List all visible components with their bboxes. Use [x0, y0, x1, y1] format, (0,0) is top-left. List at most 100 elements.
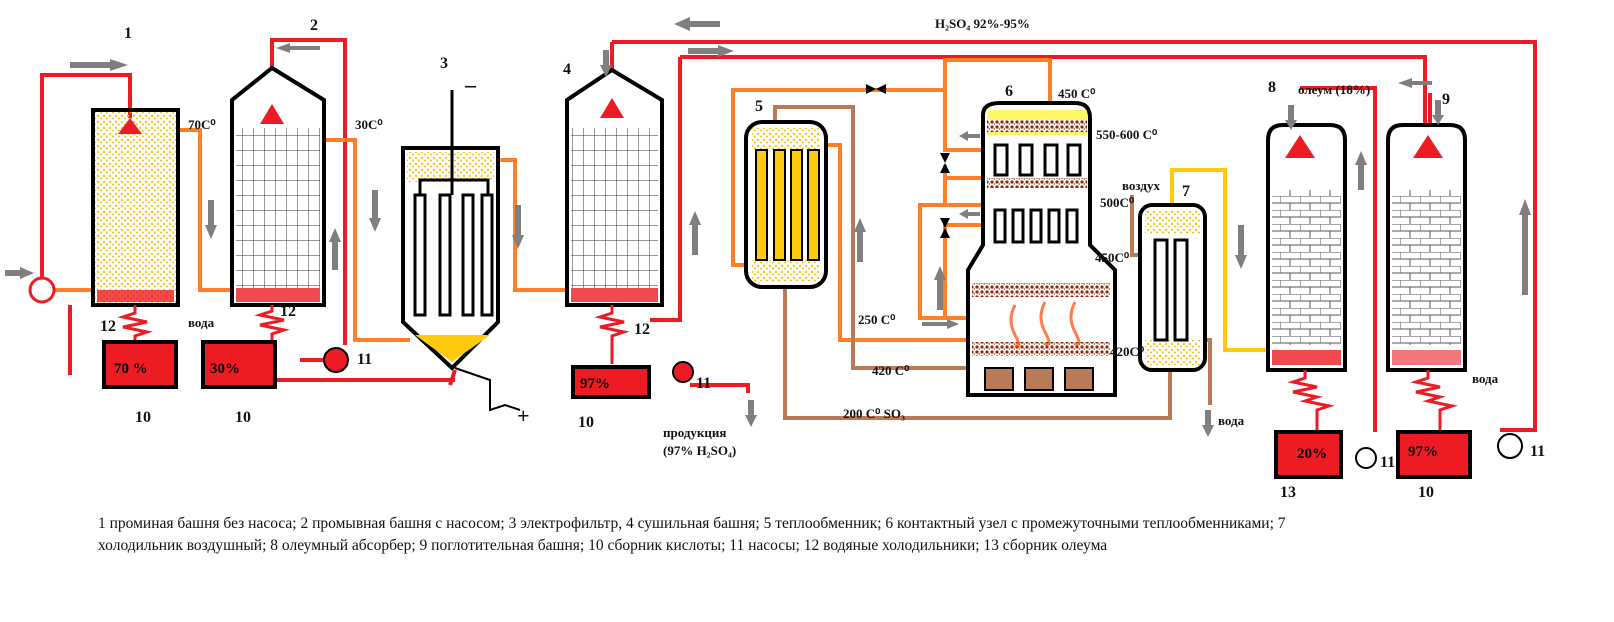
valve-icon [940, 218, 950, 238]
acid-concentration-label: H₂SO₄ 92%-95% [935, 16, 1030, 31]
sprinkler-icon [118, 118, 142, 134]
contact-unit-6: 6 450 C⁰ 550-600 C⁰ 250 C⁰ 420 C⁰ 200 C⁰… [843, 83, 1158, 421]
unit-number: 10 [578, 414, 594, 431]
unit-number: 10 [135, 409, 151, 426]
unit-number: 10 [235, 409, 251, 426]
heat-exchanger-5: 5 [744, 98, 828, 289]
unit-number: 5 [755, 98, 763, 115]
temperature-label: 200 C⁰ SO₃ [843, 406, 905, 421]
temperature-label: 30C⁰ [355, 117, 383, 132]
temperature-label: 250 C⁰ [858, 312, 896, 327]
product-label: (97% H₂SO₄) [663, 443, 736, 458]
water-label: вода [188, 315, 215, 330]
arrow-down-icon [369, 190, 381, 232]
arrow-right-icon [5, 267, 34, 279]
gas-pipes-brown [773, 105, 1212, 420]
temperature-label: 550-600 C⁰ [1096, 127, 1158, 142]
unit-number: 1 [124, 25, 132, 42]
arrow-up-icon [934, 266, 946, 310]
pump-icon [1355, 447, 1377, 469]
unit-number: 6 [1005, 83, 1013, 100]
arrow-left-icon [959, 209, 980, 219]
tank-concentration: 70 % [114, 361, 148, 377]
air-label: воздух [1122, 178, 1160, 193]
arrow-right-icon [922, 319, 959, 329]
water-label: вода [1218, 413, 1245, 428]
unit-number: 7 [1182, 183, 1190, 200]
arrow-down-icon [600, 50, 612, 77]
arrow-right-icon [70, 59, 128, 71]
minus-terminal: – [464, 72, 477, 97]
arrow-down-icon [1202, 410, 1214, 437]
pumps [323, 347, 1523, 469]
acid-pipes [30, 38, 1537, 432]
tank-concentration: 97% [580, 376, 610, 392]
valves [866, 84, 950, 238]
pump-icon [1497, 433, 1523, 459]
valve-icon [940, 153, 950, 173]
water-label: вода [1472, 371, 1499, 386]
temperature-label: 70C⁰ [188, 117, 216, 132]
arrow-left-icon [674, 17, 720, 31]
air-cooler-7: 7 воздух 420C⁰ вода [1110, 178, 1245, 428]
temperature-label: 450 C⁰ [1058, 86, 1096, 101]
oleum-absorber-8: 8 олеум (18%) [1266, 79, 1370, 372]
blower-icon [28, 276, 56, 304]
tank-concentration: 97% [1408, 444, 1438, 460]
unit-number: 9 [1442, 91, 1450, 108]
washing-tower-1: 1 70C⁰ [91, 25, 216, 307]
arrow-up-icon [329, 228, 341, 270]
arrow-up-icon [689, 211, 701, 255]
oleum-label: олеум (18%) [1298, 82, 1370, 97]
flow-arrows [5, 17, 1531, 437]
washing-tower-2: 2 30C⁰ [230, 17, 383, 307]
cooling-pipe-yellow [1170, 168, 1268, 352]
arrow-left-icon [1398, 78, 1432, 88]
unit-number: 11 [1380, 454, 1395, 471]
unit-number: 2 [310, 17, 318, 34]
arrow-down-icon [1432, 100, 1444, 125]
electrofilter-3: 3 – + [401, 55, 530, 428]
arrow-down-icon [512, 205, 524, 249]
arrow-down-icon [745, 400, 757, 427]
temperature-label: 420C⁰ [1110, 344, 1145, 359]
arrow-down-icon [1285, 105, 1297, 130]
unit-number: 13 [1280, 484, 1296, 501]
arrow-down-icon [205, 200, 217, 239]
arrow-left-icon [276, 43, 320, 53]
drying-tower-4: 4 [563, 61, 664, 307]
arrow-up-icon [1355, 151, 1367, 190]
unit-number: 10 [1418, 484, 1434, 501]
water-coolers-12 [117, 305, 1458, 432]
tank-concentration: 30% [210, 361, 240, 377]
unit-number: 12 [100, 318, 116, 335]
arrow-up-icon [854, 218, 866, 262]
acid-collectors: 70 % 30% 97% 20% 97% [102, 340, 1472, 479]
arrow-right-icon [688, 45, 734, 57]
unit-number: 8 [1268, 79, 1276, 96]
unit-number: 3 [440, 55, 448, 72]
sprinkler-icon [600, 98, 624, 118]
absorption-tower-9: 9 вода [1386, 91, 1499, 386]
unit-number: 4 [563, 61, 571, 78]
plus-terminal: + [517, 403, 530, 428]
legend-line: холодильник воздушный; 8 олеумный абсорб… [98, 537, 1108, 554]
unit-number: 12 [280, 303, 296, 320]
sprinkler-icon [1285, 135, 1315, 158]
legend-caption: 1 проминая башня без насоса; 2 промывная… [98, 513, 1538, 557]
arrow-up-icon [1519, 199, 1531, 295]
unit-number: 11 [1530, 443, 1545, 460]
arrow-left-icon [959, 131, 980, 141]
valve-icon [866, 84, 886, 94]
sprinkler-icon [260, 104, 284, 124]
pump-icon [672, 361, 694, 383]
pump-icon [323, 347, 349, 373]
sprinkler-icon [1413, 135, 1443, 158]
product-label: продукция [663, 425, 726, 440]
arrow-down-icon [1235, 225, 1247, 269]
tank-concentration: 20% [1297, 446, 1327, 462]
unit-number: 11 [696, 375, 711, 392]
temperature-label: 500C⁰ [1100, 195, 1135, 210]
unit-number: 11 [357, 351, 372, 368]
